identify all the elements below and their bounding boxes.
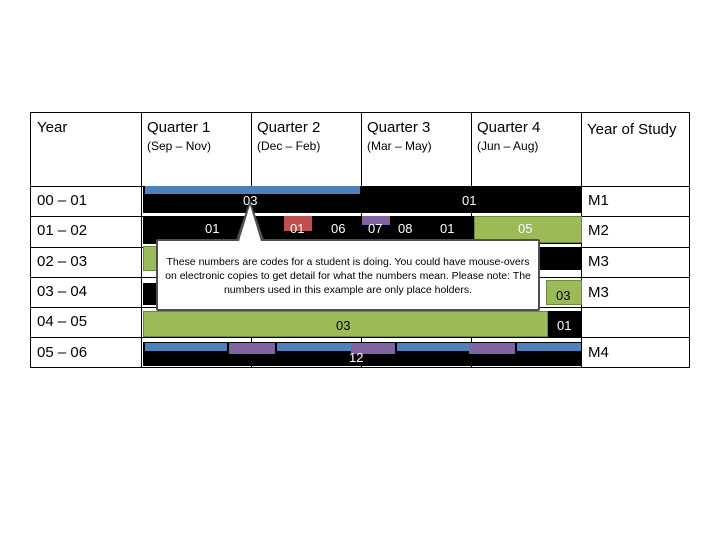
activity-bar (145, 186, 360, 194)
year-header: Year (37, 119, 68, 136)
activity-bar (145, 343, 227, 351)
row-year-label: 01 – 02 (37, 222, 88, 239)
grid-divider (31, 337, 689, 338)
activity-code: 01 (440, 221, 455, 236)
quarter-3-months: (Mar – May) (367, 139, 432, 153)
quarter-4-months: (Jun – Aug) (477, 139, 539, 153)
quarter-1-header: Quarter 1 (147, 119, 211, 136)
activity-bar (540, 248, 582, 270)
activity-bar (277, 343, 351, 351)
row-study-label: M1 (588, 192, 609, 209)
quarter-3-header: Quarter 3 (367, 119, 431, 136)
activity-bar (351, 343, 395, 354)
row-year-label: 02 – 03 (37, 253, 88, 270)
activity-bar (284, 216, 312, 231)
activity-code: 01 (205, 221, 220, 236)
row-year-label: 04 – 05 (37, 313, 88, 330)
activity-code: 01 (290, 221, 305, 236)
activity-code: 06 (331, 221, 346, 236)
activity-code: 03 (336, 318, 351, 333)
activity-code: 08 (398, 221, 413, 236)
activity-bar (143, 283, 157, 305)
activity-bar (229, 343, 275, 354)
row-year-label: 03 – 04 (37, 283, 88, 300)
activity-code: 01 (462, 193, 477, 208)
row-study-label: M4 (588, 344, 609, 361)
grid-divider (141, 113, 142, 367)
activity-code: 07 (368, 221, 383, 236)
activity-bar (362, 216, 390, 225)
row-study-label: M3 (588, 284, 609, 301)
row-year-label: 00 – 01 (37, 192, 88, 209)
activity-code: 01 (557, 318, 572, 333)
row-study-label: M2 (588, 222, 609, 239)
row-study-label: M3 (588, 253, 609, 270)
year-of-study-header: Year of Study (587, 121, 677, 138)
activity-bar (546, 280, 582, 305)
activity-code: 12 (349, 350, 364, 365)
callout-box: These numbers are codes for a student is… (156, 239, 540, 311)
callout-pointer-fill (239, 205, 261, 241)
activity-bar (517, 343, 581, 351)
activity-bar (397, 343, 469, 351)
row-year-label: 05 – 06 (37, 344, 88, 361)
callout-text: These numbers are codes for a student is… (165, 256, 531, 296)
activity-code: 03 (556, 288, 571, 303)
activity-bar (469, 343, 515, 354)
quarter-4-header: Quarter 4 (477, 119, 541, 136)
quarter-2-header: Quarter 2 (257, 119, 321, 136)
activity-bar (143, 311, 548, 337)
grid-divider (31, 216, 689, 217)
activity-bar (548, 311, 582, 337)
activity-bar (474, 216, 582, 243)
quarter-1-months: (Sep – Nov) (147, 139, 212, 153)
activity-code: 05 (518, 221, 533, 236)
quarter-2-months: (Dec – Feb) (257, 139, 321, 153)
